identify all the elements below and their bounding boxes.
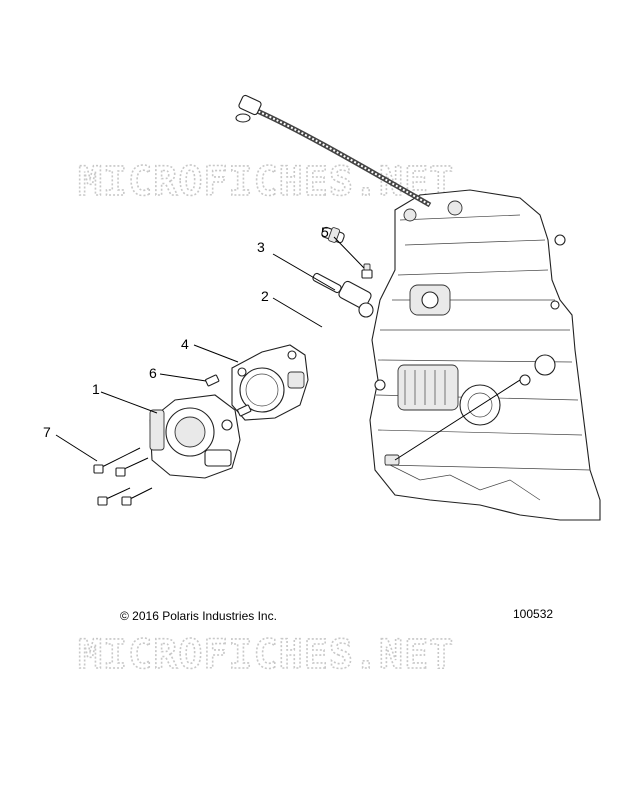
fuel-injector	[321, 226, 345, 244]
callout-1: 1	[92, 381, 100, 397]
throttle-body-adapter	[231, 344, 309, 421]
bolts-part-7	[93, 447, 153, 506]
fuel-rail	[312, 272, 374, 318]
callout-2: 2	[261, 288, 269, 304]
screw-part-6	[205, 374, 252, 417]
watermark-bottom: MICROFICHES.NET	[78, 632, 454, 678]
callout-3: 3	[257, 239, 265, 255]
engine-assembly	[369, 189, 601, 521]
copyright-text: © 2016 Polaris Industries Inc.	[120, 609, 277, 623]
watermark-top: MICROFICHES.NET	[78, 159, 454, 205]
callout-4: 4	[181, 336, 189, 352]
cable-assembly	[235, 94, 432, 208]
callout-7: 7	[43, 424, 51, 440]
callout-5: 5	[321, 224, 329, 240]
throttle-body	[149, 394, 241, 479]
callout-6: 6	[149, 365, 157, 381]
screw-part-5	[361, 263, 373, 279]
diagram-id: 100532	[513, 607, 553, 621]
leader-lines	[55, 236, 365, 462]
